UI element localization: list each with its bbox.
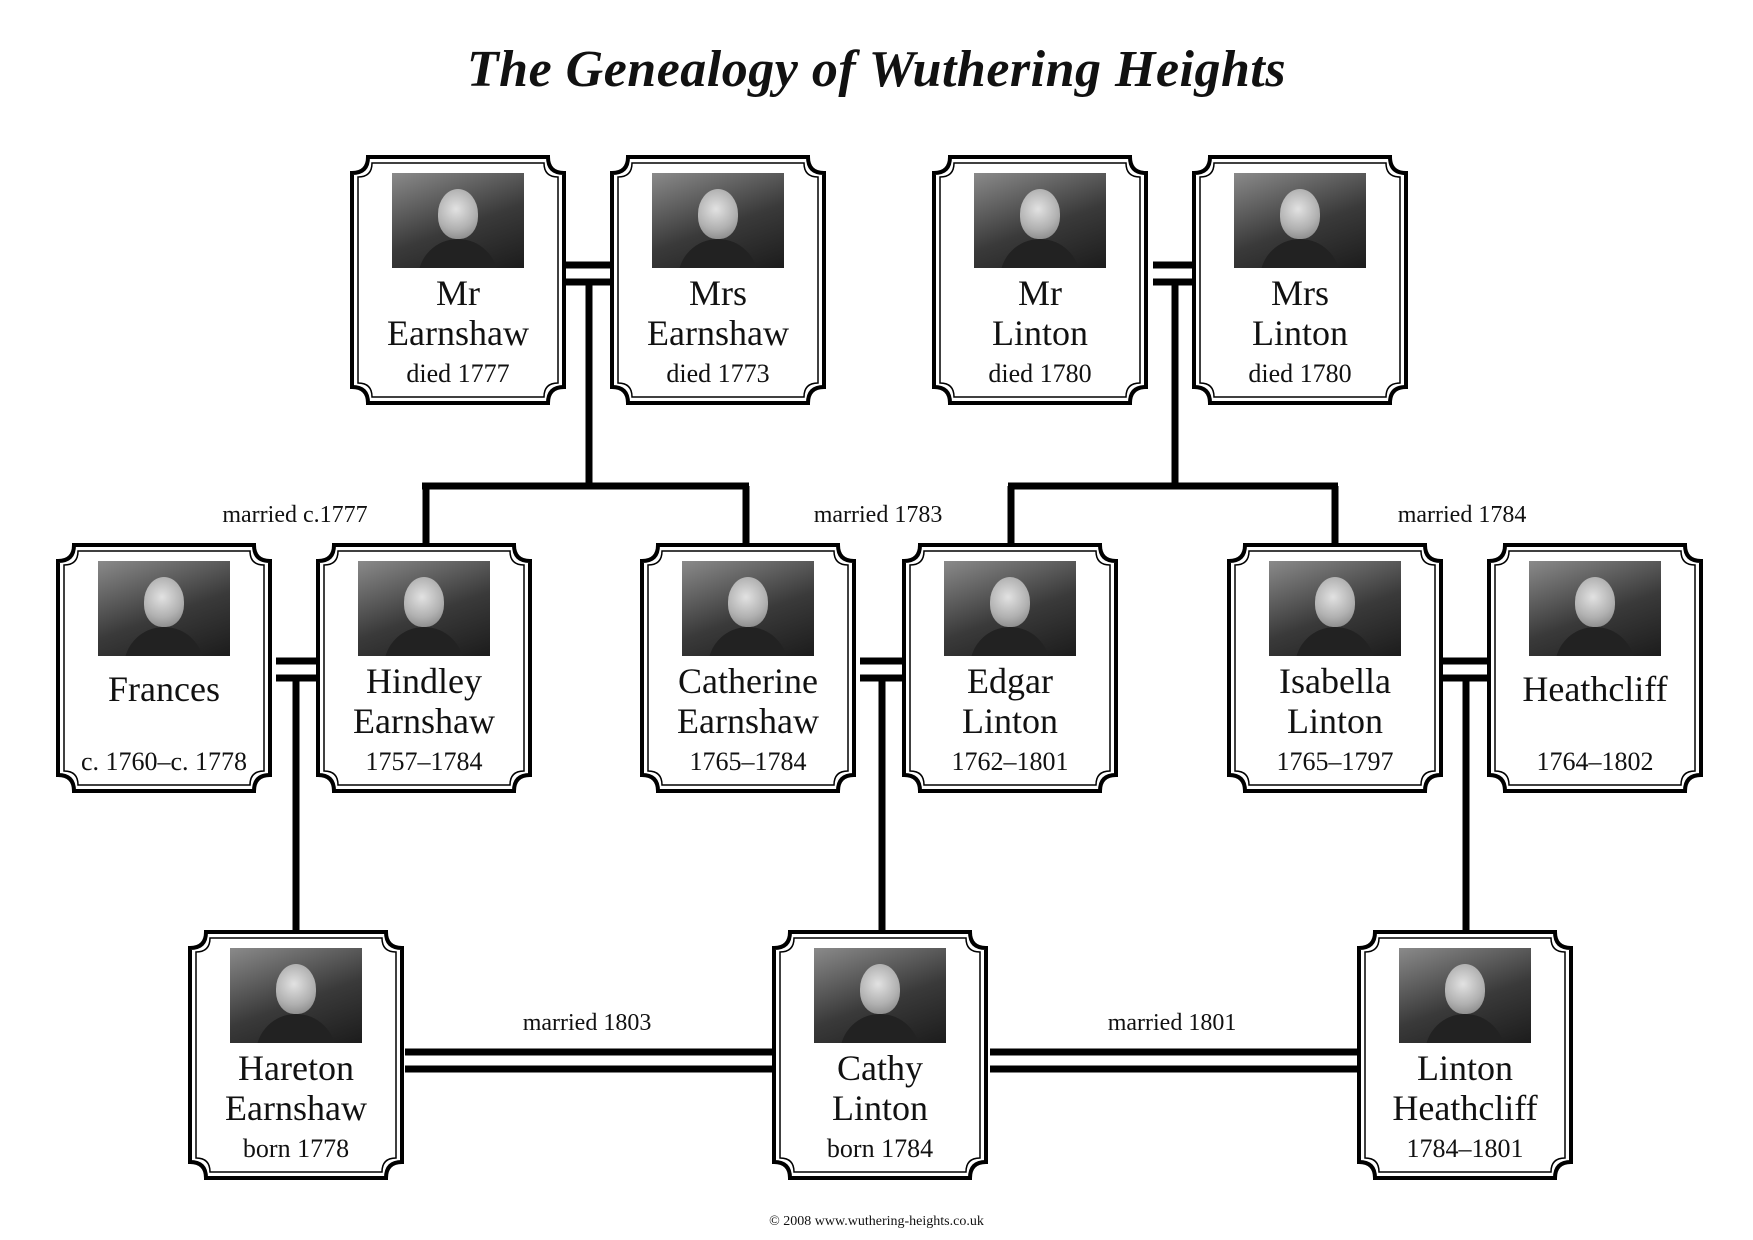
portrait-photo (358, 561, 490, 656)
person-name-line1: Edgar (967, 661, 1053, 701)
card-isabella-linton: Isabella Linton 1765–1797 (1227, 543, 1443, 793)
person-name-line1: Catherine (678, 661, 818, 701)
person-dates: died 1773 (666, 359, 770, 388)
person-name-line2: Linton (992, 313, 1088, 353)
person-name-line1: Mrs (1270, 273, 1329, 313)
person-name-line1: Linton (1417, 1048, 1513, 1088)
person-dates: died 1777 (406, 359, 510, 388)
person-dates: 1765–1784 (689, 747, 807, 776)
person-dates: 1765–1797 (1276, 747, 1394, 776)
person-name-line2: Heathcliff (1392, 1088, 1538, 1128)
person-name-line2: Linton (1252, 313, 1348, 353)
card-mrs-linton: Mrs Linton died 1780 (1192, 155, 1408, 405)
person-dates: born 1784 (826, 1134, 934, 1163)
card-mr-linton: Mr Linton died 1780 (932, 155, 1148, 405)
person-dates: 1784–1801 (1406, 1134, 1524, 1163)
person-name-line2: Earnshaw (387, 313, 529, 353)
portrait-photo (1234, 173, 1366, 268)
person-dates: 1762–1801 (951, 747, 1069, 776)
marriage-label-hareton-cathy: married 1803 (522, 1010, 652, 1036)
portrait-photo (1269, 561, 1401, 656)
portrait-photo (392, 173, 524, 268)
person-name-line2: Earnshaw (647, 313, 789, 353)
page-title: The Genealogy of Wuthering Heights (466, 41, 1287, 98)
person-dates: 1757–1784 (365, 747, 483, 776)
copyright-footer: © 2008 www.wuthering-heights.co.uk (769, 1214, 984, 1229)
card-edgar-linton: Edgar Linton 1762–1801 (902, 543, 1118, 793)
person-name-line1: Mrs (688, 273, 747, 313)
person-name-line1: Isabella (1279, 661, 1391, 701)
person-name-line2: Linton (832, 1088, 928, 1128)
marriage-label-isabella-heathcliff: married 1784 (1397, 502, 1527, 528)
portrait-photo (944, 561, 1076, 656)
card-catherine-earnshaw: Catherine Earnshaw 1765–1784 (640, 543, 856, 793)
person-name-line1: Mr (436, 273, 480, 313)
card-mrs-earnshaw: Mrs Earnshaw died 1773 (610, 155, 826, 405)
portrait-photo (682, 561, 814, 656)
portrait-photo (974, 173, 1106, 268)
person-name-line2: Earnshaw (677, 701, 819, 741)
person-name-line2: Linton (962, 701, 1058, 741)
marriage-label-frances-hindley: married c.1777 (222, 502, 368, 528)
card-cathy-linton: Cathy Linton born 1784 (772, 930, 988, 1180)
card-mr-earnshaw: Mr Earnshaw died 1777 (350, 155, 566, 405)
card-heathcliff: Heathcliff 1764–1802 (1487, 543, 1703, 793)
portrait-photo (814, 948, 946, 1043)
portrait-photo (230, 948, 362, 1043)
card-hindley-earnshaw: Hindley Earnshaw 1757–1784 (316, 543, 532, 793)
person-dates: died 1780 (1248, 359, 1352, 388)
person-name-line2: Earnshaw (353, 701, 495, 741)
person-name-line1: Frances (108, 669, 220, 709)
card-linton-heathcliff: Linton Heathcliff 1784–1801 (1357, 930, 1573, 1180)
person-dates: born 1778 (242, 1134, 350, 1163)
person-name-line1: Cathy (837, 1048, 923, 1088)
person-name-line2: Linton (1287, 701, 1383, 741)
person-name-line1: Heathcliff (1522, 669, 1668, 709)
marriage-label-cathy-linton: married 1801 (1107, 1010, 1237, 1036)
card-frances: Frances c. 1760–c. 1778 (56, 543, 272, 793)
card-hareton-earnshaw: Hareton Earnshaw born 1778 (188, 930, 404, 1180)
person-name-line2: Earnshaw (225, 1088, 367, 1128)
person-dates: 1764–1802 (1536, 747, 1654, 776)
person-name-line1: Hareton (238, 1048, 354, 1088)
person-dates: c. 1760–c. 1778 (80, 747, 248, 776)
person-name-line1: Mr (1018, 273, 1062, 313)
portrait-photo (98, 561, 230, 656)
marriage-label-catherine-edgar: married 1783 (813, 502, 943, 528)
person-name-line1: Hindley (366, 661, 482, 701)
portrait-photo (1529, 561, 1661, 656)
person-dates: died 1780 (988, 359, 1092, 388)
portrait-photo (652, 173, 784, 268)
portrait-photo (1399, 948, 1531, 1043)
